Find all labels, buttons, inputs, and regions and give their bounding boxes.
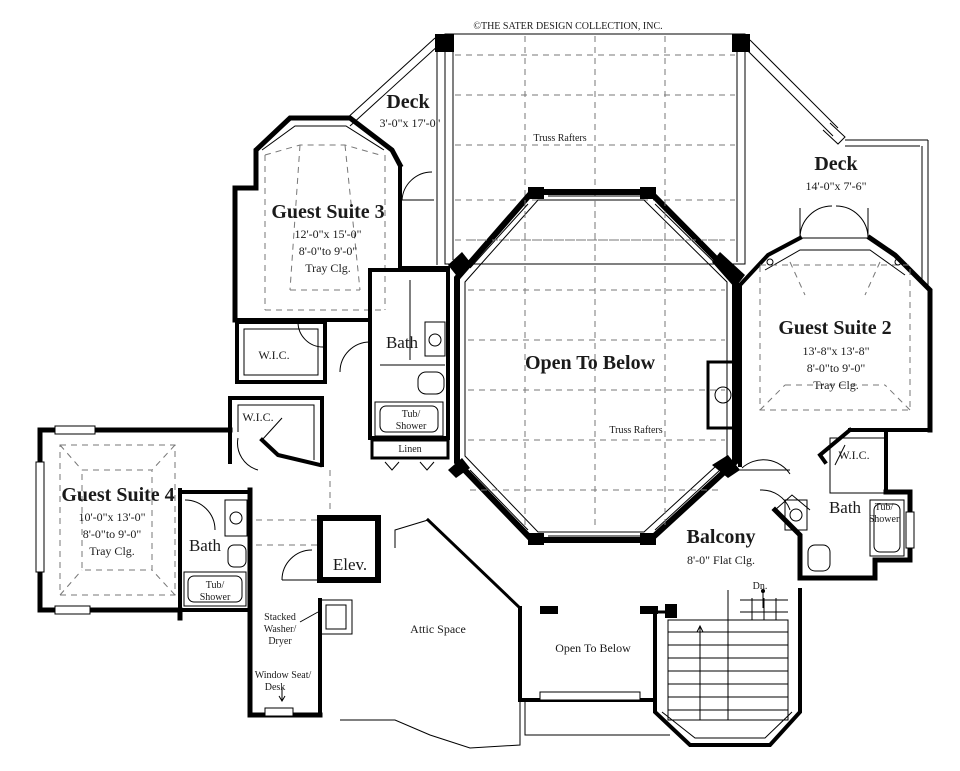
guest-suite-3-height: 8'-0"to 9'-0" — [299, 244, 358, 258]
tub-3-line2: Shower — [396, 421, 427, 432]
guest-suite-4-name: Guest Suite 4 — [61, 484, 174, 506]
deck-right-name: Deck — [814, 153, 858, 175]
guest-suite-2-dims: 13'-8"x 13'-8" — [802, 344, 869, 358]
attic-space-label: Attic Space — [410, 622, 466, 636]
washer-line3: Dryer — [268, 636, 292, 647]
attic-space — [340, 517, 523, 749]
bath-suite-2 — [759, 427, 915, 581]
truss-deck-area — [344, 33, 929, 290]
truss-rafters-mid: Truss Rafters — [609, 425, 662, 436]
balcony — [518, 459, 791, 736]
guest-suite-2-ceiling: Tray Clg. — [813, 378, 859, 392]
bath-2-label: Bath — [829, 498, 862, 517]
wic-suite-3 — [235, 320, 327, 384]
truss-rafters-top: Truss Rafters — [533, 133, 586, 144]
open-to-below-small: Open To Below — [555, 641, 631, 655]
wic-3-label: W.I.C. — [258, 348, 289, 362]
tub-4-line2: Shower — [200, 592, 231, 603]
open-to-below-octagon — [448, 187, 745, 545]
window-seat-line1: Window Seat/ — [255, 670, 312, 681]
guest-suite-4-ceiling: Tray Clg. — [89, 544, 135, 558]
deck-left-name: Deck — [386, 91, 430, 113]
bath-3-label: Bath — [386, 333, 419, 352]
washer-dryer-closet — [299, 599, 353, 635]
guest-suite-3-dims: 12'-0"x 15'-0" — [294, 227, 361, 241]
copyright-notice: ©THE SATER DESIGN COLLECTION, INC. — [473, 21, 662, 32]
stair-down-label: Dn. — [753, 581, 768, 592]
elevator-label: Elev. — [333, 555, 367, 574]
washer-line1: Stacked — [264, 612, 296, 623]
linen-label: Linen — [398, 444, 421, 455]
wic-4-label: W.I.C. — [242, 410, 273, 424]
deck-right-dims: 14'-0"x 7'-6" — [805, 179, 866, 193]
guest-suite-2 — [737, 205, 933, 467]
tub-4-line1: Tub/ — [206, 580, 225, 591]
post — [732, 34, 750, 52]
guest-suite-2-name: Guest Suite 2 — [778, 317, 891, 339]
linen-closet — [370, 438, 450, 471]
guest-suite-4-height: 8'-0"to 9'-0" — [83, 527, 142, 541]
bath-4-label: Bath — [189, 536, 222, 555]
tub-2-line2: Shower — [869, 514, 900, 525]
open-to-below-main: Open To Below — [525, 352, 656, 374]
guest-suite-2-height: 8'-0"to 9'-0" — [807, 361, 866, 375]
guest-suite-4-dims: 10'-0"x 13'-0" — [78, 510, 145, 524]
post — [435, 34, 454, 52]
tub-3-line1: Tub/ — [402, 409, 421, 420]
staircase — [653, 588, 802, 747]
tub-2-line1: Tub/ — [875, 502, 894, 513]
washer-line2: Washer/ — [264, 624, 297, 635]
guest-suite-3-ceiling: Tray Clg. — [305, 261, 351, 275]
balcony-ceiling: 8'-0" Flat Clg. — [687, 553, 755, 567]
window-seat-line2: Desk — [265, 682, 286, 693]
bath-suite-3 — [339, 268, 450, 440]
guest-suite-3-name: Guest Suite 3 — [271, 201, 384, 223]
wic-suite-4 — [228, 396, 324, 471]
balcony-label: Balcony — [687, 526, 756, 548]
deck-left-dims: 3'-0"x 17'-0" — [379, 116, 440, 130]
wic-2-label: W.I.C. — [838, 448, 869, 462]
elevator-shaft — [317, 515, 381, 583]
hallway — [247, 470, 331, 718]
